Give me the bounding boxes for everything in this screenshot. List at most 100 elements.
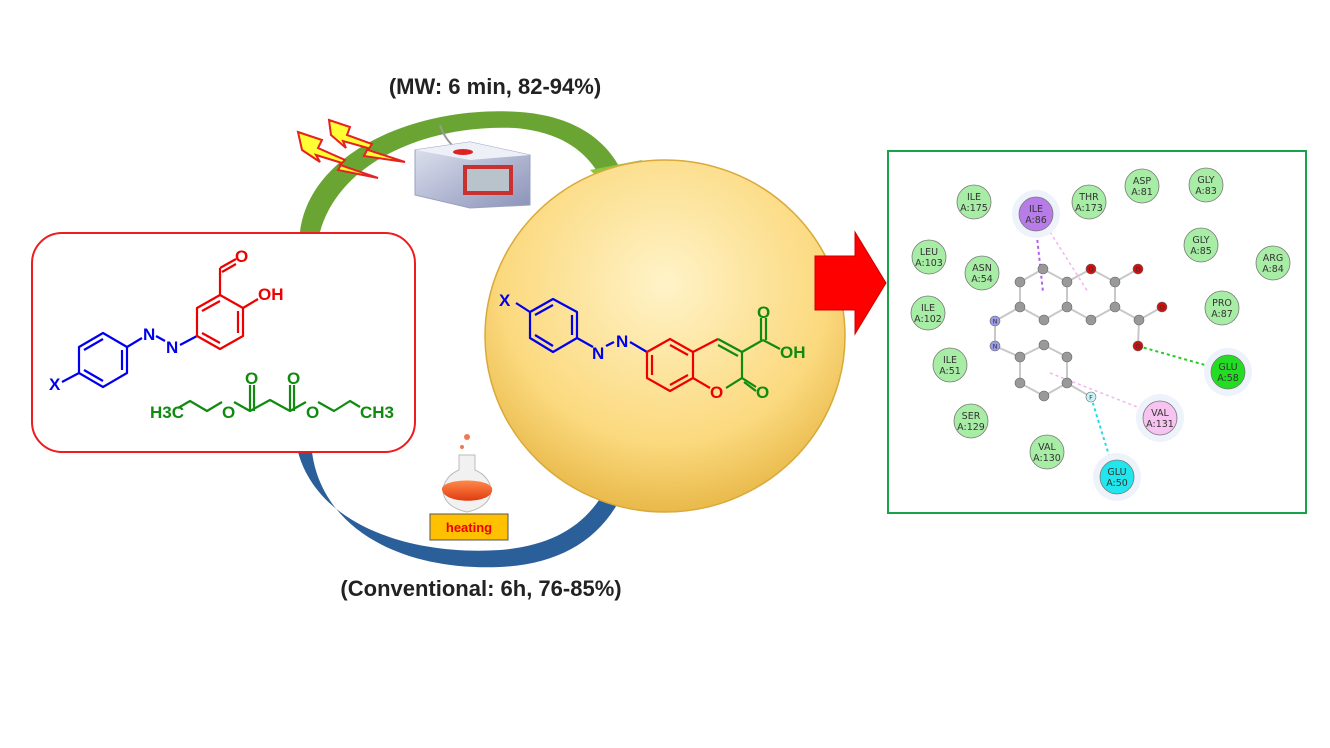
residue-name-label: ILE [921,303,935,314]
lactone-carbonyl-o-label: O [756,383,769,402]
docking-arrow [814,230,887,336]
residue-ile-a86 [1018,196,1054,232]
malonate-ester-o-left: O [222,403,235,422]
azo-n2-label: N [166,338,178,357]
ligand-atom [1037,263,1049,275]
residue-ser-a129 [953,403,989,439]
pi-alkyl-interaction-line [1049,372,1146,411]
ring-oxygen-label: O [710,383,723,402]
residue-name-label: GLY [1197,175,1214,186]
ligand-atom-label: O [1088,266,1093,274]
ligand-atom [1156,301,1168,313]
ligand-atom [1132,340,1144,352]
azo-n1-label: N [143,325,155,344]
residue-name-label: LEU [920,247,938,258]
residue-ile-a102 [910,295,946,331]
residue-name-label: ASN [972,263,992,274]
residue-name-label: VAL [1151,408,1169,419]
residue-asn-a54 [964,255,1000,291]
microwave-reactor-icon [414,124,531,209]
residue-asp-a81 [1124,168,1160,204]
residue-gly-a85 [1183,227,1219,263]
ligand-atom [1085,314,1097,326]
ligand-atom [1085,263,1097,275]
residue-id-label: A:83 [1195,186,1217,197]
ligand-atom [1014,351,1026,363]
heating-label-box [429,513,509,541]
residue-name-label: ILE [1029,204,1043,215]
azo-salicylaldehyde-structure [61,258,361,413]
residue-name-label: SER [962,411,981,422]
ligand-atom [1133,314,1145,326]
reactants-box [31,232,416,453]
malonate-ch3-label: CH3 [360,403,394,422]
residue-id-label: A:175 [960,203,988,214]
malonate-ester-o-right: O [306,403,319,422]
ligand-atom-label: O [1135,343,1140,351]
ligand-atom [1109,276,1121,288]
residue-id-label: A:51 [939,366,961,377]
residue-id-label: A:129 [957,422,985,433]
residue-id-label: A:173 [1075,203,1103,214]
ligand-atom [1038,339,1050,351]
residue-id-label: A:54 [971,274,993,285]
ligand-atom [1061,301,1073,313]
ligand-atom [1014,377,1026,389]
residue-id-label: A:86 [1025,215,1047,226]
lightning-icon [296,118,406,179]
ligand-atom [1038,314,1050,326]
hydroxyl-label: OH [258,285,284,304]
residue-id-label: A:50 [1106,478,1128,489]
acid-oh-label: OH [780,343,806,362]
residue-id-label: A:87 [1211,309,1233,320]
residue-name-label: ILE [967,192,981,203]
malonate-carbonyl-o-right: O [287,369,300,388]
residue-ile-a51 [932,347,968,383]
ligand-atom [1109,301,1121,313]
ligand-atom [989,315,1001,327]
ligand-atom-label: N [993,318,998,326]
residue-val-a130 [1029,434,1065,470]
residue-gly-a83 [1188,167,1224,203]
ligand-atom-label: F [1089,394,1093,402]
ligand-atom [1061,276,1073,288]
residue-glu-a58 [1210,354,1246,390]
residue-arg-a84 [1255,245,1291,281]
ligand-atom [1061,377,1073,389]
aldehyde-o-label: O [235,247,248,266]
product-azo-n2-label: N [616,332,628,351]
residue-id-label: A:58 [1217,373,1239,384]
ligand-atom [1061,351,1073,363]
substituent-x-label: X [49,375,61,394]
ligand-atom [989,340,1001,352]
product-circle [484,159,846,513]
ligand-atom [1038,390,1050,402]
ligand-atom [1085,391,1097,403]
residue-name-label: VAL [1038,442,1056,453]
residue-id-label: A:131 [1146,419,1174,430]
ligand-atom-label: O [1135,266,1140,274]
residue-name-label: ASP [1133,176,1152,187]
halogen-bond-line [1090,396,1112,463]
residue-name-label: GLY [1192,235,1209,246]
residue-id-label: A:102 [914,314,942,325]
product-azo-n1-label: N [592,344,604,363]
conventional-conditions-label: (Conventional: 6h, 76-85%) [340,576,621,601]
residue-name-label: PRO [1212,298,1232,309]
residue-name-label: ARG [1263,253,1283,264]
coumarin-product-structure [515,297,781,393]
residue-glu-a50 [1099,459,1135,495]
residue-id-label: A:85 [1190,246,1212,257]
residue-id-label: A:130 [1033,453,1061,464]
product-substituent-x-label: X [499,291,511,310]
residue-val-a131 [1142,400,1178,436]
heating-flask-icon [441,434,493,513]
heating-label: heating [446,520,492,535]
residue-id-label: A:84 [1262,264,1284,275]
pi-alkyl-interaction-line [1035,227,1044,293]
malonate-h3c-label: H3C [150,403,184,422]
residue-leu-a103 [911,239,947,275]
acid-carbonyl-o-label: O [757,303,770,322]
residue-id-label: A:81 [1131,187,1153,198]
ligand-atom [1014,276,1026,288]
